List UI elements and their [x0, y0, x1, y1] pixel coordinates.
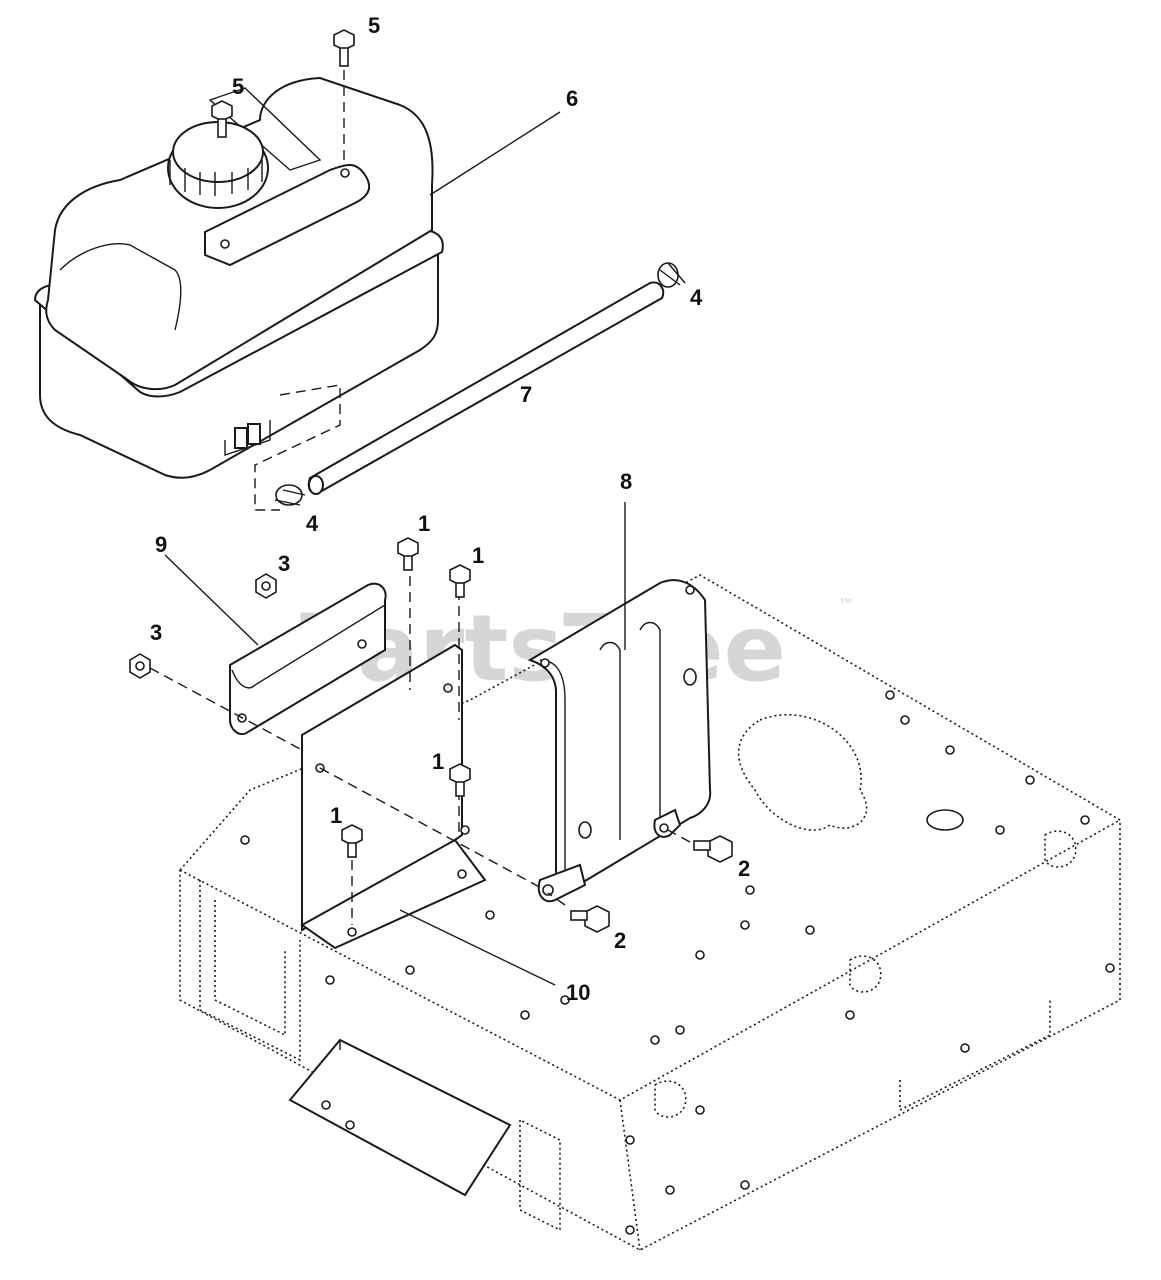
callout-fuel-line: 7	[520, 382, 532, 407]
callout-screw-lower: 2	[614, 928, 626, 953]
callout-fuel-tank: 6	[566, 86, 578, 111]
callout-bolt-d: 1	[330, 803, 342, 828]
screw-lower	[570, 905, 610, 933]
screw-cap	[211, 100, 233, 138]
screw-right	[693, 835, 733, 863]
callout-bolt-b: 1	[472, 543, 484, 568]
alignment-lines	[149, 560, 691, 925]
tank-screws	[211, 29, 355, 160]
fuel-tank	[33, 76, 444, 511]
callout-screw-right: 2	[738, 856, 750, 881]
callout-strap: 9	[155, 532, 167, 557]
callout-bolt-a: 1	[418, 511, 430, 536]
screw-upper	[333, 29, 355, 160]
callout-clamp-upper: 4	[690, 285, 703, 310]
leader-lines	[164, 111, 626, 986]
callout-clamp-lower: 4	[306, 511, 319, 536]
heat-shield	[527, 579, 712, 903]
bolt-b	[449, 564, 471, 598]
tank-strap	[229, 582, 387, 736]
callouts: 5 5 6 4 7 4 8 9 3 3 1 1 1 1 2 2 10	[150, 13, 750, 1005]
fuel-line	[274, 262, 686, 506]
bolt-c	[449, 763, 471, 797]
callout-bracket: 10	[566, 980, 590, 1005]
hose-clamp-lower	[274, 484, 306, 506]
mounting-bracket	[300, 643, 487, 950]
hose-clamp-upper	[657, 262, 686, 288]
bolt-a	[397, 537, 419, 571]
callout-bolt-c: 1	[432, 749, 444, 774]
callout-tank-cap-screw: 5	[232, 74, 244, 99]
callout-shield: 8	[620, 469, 632, 494]
watermark-trademark: ™	[838, 595, 854, 614]
callout-nut-upper: 3	[278, 551, 290, 576]
hardware	[129, 537, 733, 933]
bolt-d	[341, 824, 363, 858]
callout-nut-lower: 3	[150, 620, 162, 645]
callout-tank-screw: 5	[368, 13, 380, 38]
nut-upper	[255, 573, 277, 599]
nut-lower	[129, 653, 151, 679]
